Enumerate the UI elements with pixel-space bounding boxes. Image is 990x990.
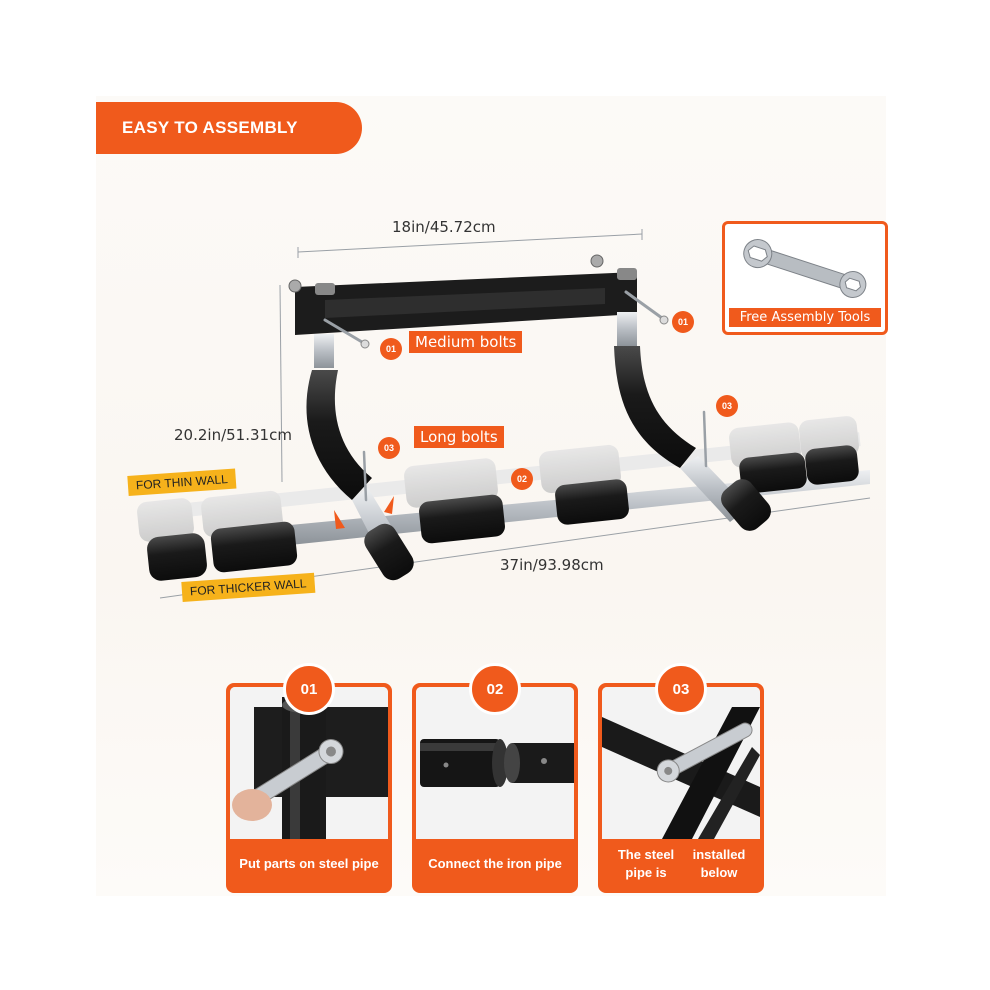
height-label: 20.2in/51.31cm xyxy=(174,426,292,444)
step-3-caption-line2: installed below xyxy=(692,847,746,880)
tools-box: Free Assembly Tools xyxy=(722,221,888,335)
callout-number-long-right: 03 xyxy=(716,395,738,417)
top-width-label: 18in/45.72cm xyxy=(392,218,496,236)
step-2-caption: Connect the iron pipe xyxy=(428,856,562,871)
step-1-number: 01 xyxy=(283,663,335,715)
banner-title: EASY TO ASSEMBLY xyxy=(122,118,298,137)
step-card-3: 03 The steel pipe is installed below xyxy=(598,663,764,893)
step-3-number: 03 xyxy=(655,663,707,715)
bottom-width-label: 37in/93.98cm xyxy=(500,556,604,574)
callout-number-long: 03 xyxy=(378,437,400,459)
step-3-caption: The steel pipe is installed below xyxy=(602,839,760,889)
top-bar xyxy=(288,254,637,335)
title-banner: EASY TO ASSEMBLY xyxy=(96,102,362,154)
step-3-photo xyxy=(602,687,760,839)
lower-handles xyxy=(147,445,859,581)
callout-number-medium-right: 01 xyxy=(672,311,694,333)
medium-bolts xyxy=(323,290,664,344)
tools-caption: Free Assembly Tools xyxy=(729,308,881,327)
step-1-caption: Put parts on steel pipe xyxy=(239,856,379,871)
callout-number-connector: 02 xyxy=(511,468,533,490)
assembly-arrows xyxy=(334,496,394,529)
step-3-caption-line1: The steel pipe is xyxy=(617,847,675,880)
medium-bolts-label: Medium bolts xyxy=(409,331,523,353)
wrench-icon xyxy=(743,239,867,298)
step-card-1: 01 Put parts on steel pipe xyxy=(226,663,392,893)
step-card-2: 02 Connect the iron pipe xyxy=(412,663,578,893)
step-2-number: 02 xyxy=(469,663,521,715)
callout-number-medium: 01 xyxy=(380,338,402,360)
long-bolts-label: Long bolts xyxy=(414,426,504,448)
